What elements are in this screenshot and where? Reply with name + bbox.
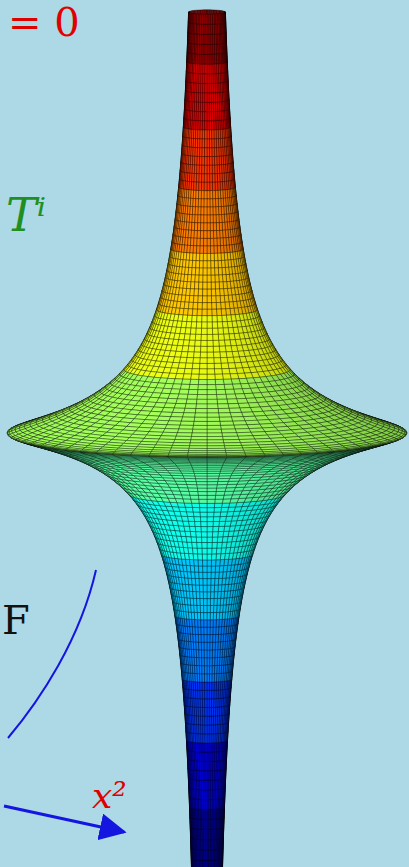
surface-of-revolution: [7, 10, 407, 867]
